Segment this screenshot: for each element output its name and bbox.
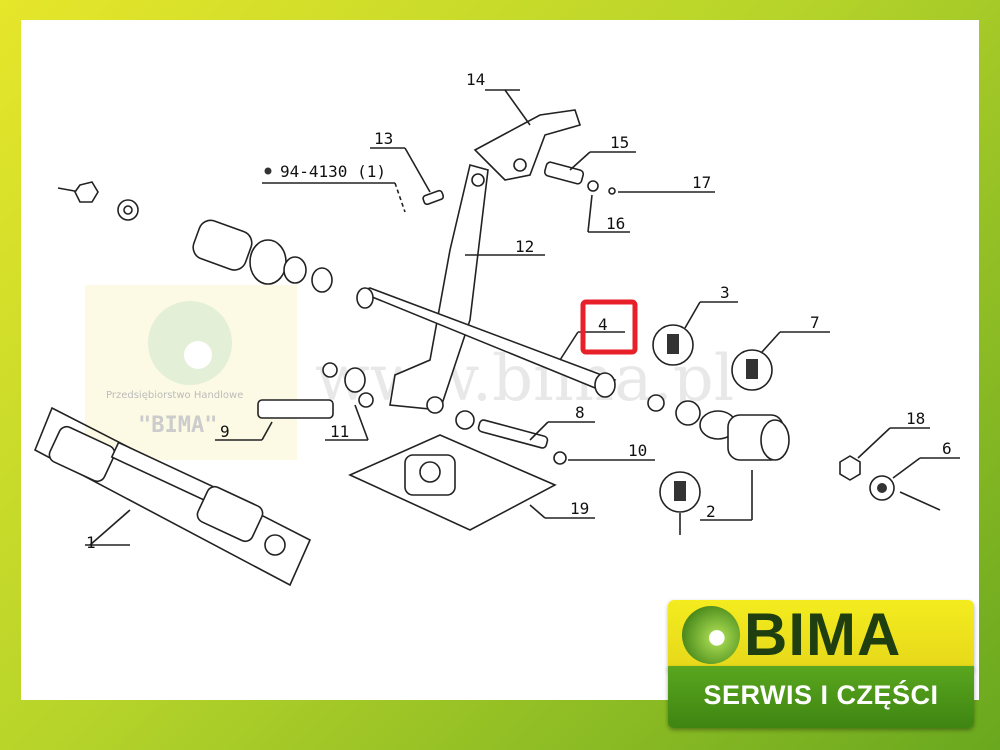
- label-part-18: 18: [906, 409, 925, 428]
- label-part-2: 2: [706, 502, 716, 521]
- part-2-housing: 2: [659, 400, 790, 535]
- part-nuts-left: [57, 181, 139, 221]
- logo-brand: BIMA: [744, 601, 902, 668]
- label-part-14: 14: [466, 70, 485, 89]
- label-part-19: 19: [570, 499, 589, 518]
- part-18-nut: 18: [839, 409, 930, 481]
- label-part-15: 15: [610, 133, 629, 152]
- label-part-4: 4: [598, 315, 608, 334]
- logo-ball-icon: [682, 606, 740, 664]
- watermark-company: Przedsiębiorstwo Handlowe: [106, 390, 243, 401]
- part-4-main-shaft: 4: [356, 287, 638, 398]
- part-13-pin: 13 94-4130 (1): [262, 129, 445, 213]
- part-3-bushing: 3: [647, 283, 738, 412]
- part-15-pin: 15 17 16: [543, 133, 715, 233]
- reference-note: 94-4130 (1): [280, 162, 386, 181]
- part-7-bushing: 7: [731, 313, 830, 391]
- label-part-10: 10: [628, 441, 647, 460]
- logo-top-panel: BIMA: [668, 600, 974, 670]
- label-part-7: 7: [810, 313, 820, 332]
- part-6-flange-nut: 6: [869, 439, 960, 511]
- part-1-drive-shaft: 1: [33, 406, 312, 587]
- logo-slogan: SERWIS I CZĘŚCI: [703, 680, 939, 710]
- label-part-9: 9: [220, 422, 230, 441]
- part-12-lever: 12 14: [389, 70, 582, 414]
- label-part-8: 8: [575, 403, 585, 422]
- label-part-13: 13: [374, 129, 393, 148]
- logo-bottom-panel: SERWIS I CZĘŚCI: [668, 666, 974, 728]
- label-part-17: 17: [692, 173, 711, 192]
- part-11-bushing: 11: [322, 362, 374, 441]
- label-part-12: 12: [515, 237, 534, 256]
- label-part-3: 3: [720, 283, 730, 302]
- part-boot-assembly: [192, 219, 333, 293]
- highlight-box: [580, 299, 638, 355]
- part-9-sleeve: 9: [215, 399, 334, 441]
- part-19-base-plate: 19: [348, 434, 595, 531]
- watermark-brand: "BIMA": [138, 413, 217, 438]
- label-part-11: 11: [330, 422, 349, 441]
- label-part-1: 1: [86, 533, 96, 552]
- bima-logo: BIMA SERWIS I CZĘŚCI: [668, 600, 974, 728]
- label-part-16: 16: [606, 214, 625, 233]
- label-part-6: 6: [942, 439, 952, 458]
- part-8-pin: 8 10: [455, 403, 655, 465]
